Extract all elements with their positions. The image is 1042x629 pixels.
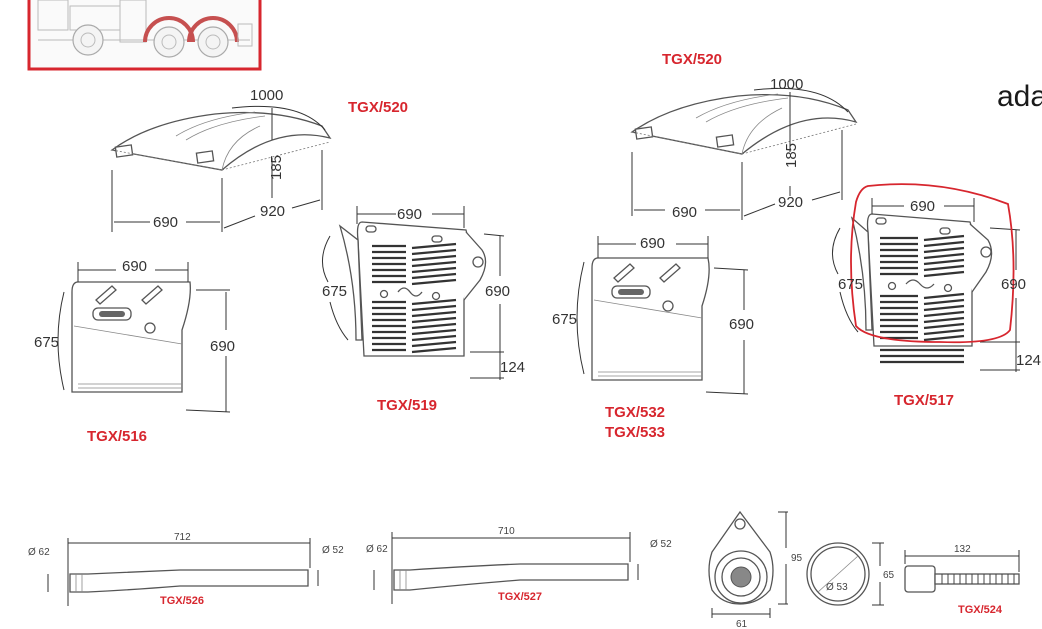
product-code: TGX/517 bbox=[894, 392, 954, 409]
dimension-lines bbox=[47, 538, 319, 606]
mudflap-drawing bbox=[71, 281, 191, 393]
item-tgx526[interactable]: 712 Ø 62 Ø 52 TGX/526 bbox=[28, 532, 344, 607]
product-code: TGX/520 bbox=[662, 51, 722, 68]
highlight-circle bbox=[850, 183, 1015, 344]
tube-drawing bbox=[393, 563, 629, 591]
dim-length: 710 bbox=[498, 526, 515, 537]
tube-drawing bbox=[69, 569, 309, 593]
dimension-lines bbox=[576, 236, 749, 395]
dim-diameter-right: Ø 52 bbox=[322, 545, 344, 556]
dimension-lines bbox=[111, 105, 326, 232]
dim-width: 690 bbox=[910, 198, 935, 215]
side-text: adatt bbox=[997, 80, 1042, 113]
dim-1000: 1000 bbox=[770, 76, 803, 93]
dim-diameter-left: Ø 62 bbox=[366, 544, 388, 555]
dimension-lines bbox=[904, 550, 1020, 572]
dimension-lines bbox=[57, 262, 231, 413]
truck-inset[interactable] bbox=[27, 0, 262, 71]
dim-920: 920 bbox=[260, 203, 285, 220]
dim-width: 690 bbox=[122, 258, 147, 275]
spring-pin-drawing bbox=[904, 565, 1020, 593]
product-code: TGX/516 bbox=[87, 428, 147, 445]
ring-drawing bbox=[806, 542, 870, 606]
grilled-mudflap-drawing bbox=[850, 213, 993, 364]
dim-height: 65 bbox=[883, 570, 895, 581]
item-tgx520-left[interactable]: 1000 185 690 920 TGX/520 bbox=[110, 87, 408, 232]
dim-185: 185 bbox=[783, 143, 800, 168]
fender-cover-drawing bbox=[630, 93, 858, 155]
dimension-lines bbox=[832, 198, 1021, 372]
product-code: TGX/520 bbox=[348, 99, 408, 116]
fender-cover-drawing bbox=[110, 111, 332, 171]
item-tgx519[interactable]: 690 675 690 124 TGX/519 bbox=[322, 206, 525, 414]
dim-920: 920 bbox=[778, 194, 803, 211]
dim-diameter-right: Ø 52 bbox=[650, 539, 672, 550]
dim-124: 124 bbox=[1016, 352, 1041, 369]
item-tgx527[interactable]: 710 Ø 62 Ø 52 TGX/527 bbox=[366, 526, 672, 604]
dim-width: 690 bbox=[397, 206, 422, 223]
dim-height-right: 690 bbox=[729, 316, 754, 333]
product-code: TGX/526 bbox=[160, 595, 204, 607]
product-code-532: TGX/532 bbox=[605, 404, 665, 421]
dimension-lines bbox=[872, 542, 884, 606]
product-code-533: TGX/533 bbox=[605, 424, 665, 441]
dim-height-left: 675 bbox=[322, 283, 347, 300]
dim-diameter: Ø 53 bbox=[826, 582, 848, 593]
dim-124: 124 bbox=[500, 359, 525, 376]
dim-185: 185 bbox=[268, 155, 285, 180]
dim-diameter-left: Ø 62 bbox=[28, 547, 50, 558]
item-tgx524[interactable]: 132 TGX/524 bbox=[904, 544, 1020, 616]
dim-length: 712 bbox=[174, 532, 191, 543]
dim-height-right: 690 bbox=[1001, 276, 1026, 293]
dimension-lines bbox=[711, 511, 788, 618]
bracket-drawing bbox=[708, 510, 774, 605]
item-tgx532[interactable]: 690 675 690 TGX/532 TGX/533 bbox=[552, 235, 754, 441]
dim-height-left: 675 bbox=[34, 334, 59, 351]
item-bracket[interactable]: 95 61 bbox=[708, 510, 803, 629]
dim-height-right: 690 bbox=[485, 283, 510, 300]
product-code: TGX/524 bbox=[958, 604, 1003, 616]
dimension-lines bbox=[322, 206, 505, 380]
dim-width: 690 bbox=[640, 235, 665, 252]
mudflap-drawing bbox=[591, 257, 710, 381]
dim-690: 690 bbox=[153, 214, 178, 231]
dim-height-right: 690 bbox=[210, 338, 235, 355]
dimension-lines bbox=[631, 87, 849, 220]
truck-illustration bbox=[37, 0, 253, 58]
dimension-lines bbox=[373, 532, 639, 604]
item-tgx520-right[interactable]: TGX/520 1000 185 690 920 bbox=[630, 51, 858, 221]
item-tgx517[interactable]: 690 675 690 124 TGX/517 bbox=[832, 183, 1041, 409]
product-code: TGX/519 bbox=[377, 397, 437, 414]
dim-height: 95 bbox=[791, 553, 803, 564]
dim-length: 132 bbox=[954, 544, 971, 555]
item-ring[interactable]: Ø 53 65 bbox=[806, 542, 895, 606]
dim-690: 690 bbox=[672, 204, 697, 221]
dim-height-left: 675 bbox=[552, 311, 577, 328]
item-tgx516[interactable]: 690 675 690 TGX/516 bbox=[34, 258, 235, 445]
dim-width: 61 bbox=[736, 619, 748, 629]
dim-1000: 1000 bbox=[250, 87, 283, 104]
grilled-mudflap-drawing bbox=[338, 221, 487, 357]
product-code: TGX/527 bbox=[498, 591, 542, 603]
dim-height-left: 675 bbox=[838, 276, 863, 293]
